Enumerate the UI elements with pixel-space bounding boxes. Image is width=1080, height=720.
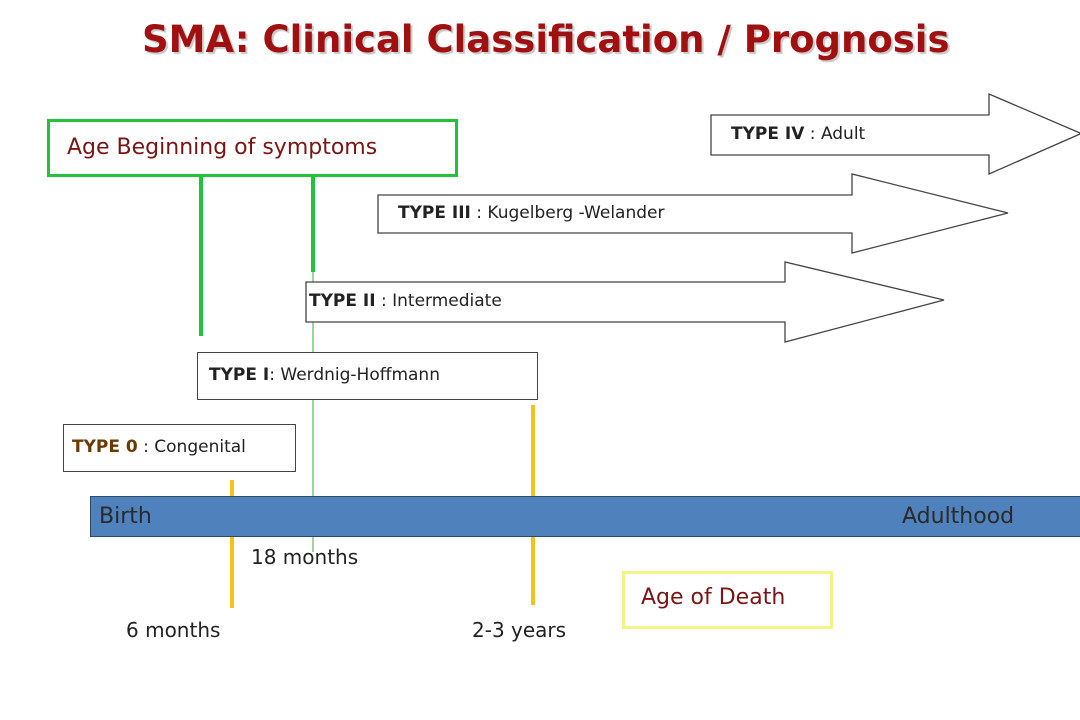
type4-sep: : <box>804 124 821 144</box>
type4-label: TYPE IV : Adult <box>731 124 865 144</box>
type3-arrow <box>377 173 1009 254</box>
age-label-2-3-years: 2-3 years <box>472 618 567 642</box>
death-box: Age of Death <box>622 571 833 629</box>
type2-desc: Intermediate <box>392 291 502 311</box>
type4-desc: Adult <box>820 124 866 144</box>
type1-sep: : <box>269 365 281 385</box>
type0-name: TYPE 0 <box>72 437 138 457</box>
type3-name: TYPE III <box>398 203 471 223</box>
type0-desc: Congenital <box>154 437 246 457</box>
onset-box-label: Age Beginning of symptoms <box>67 135 378 160</box>
type3-desc: Kugelberg -Welander <box>487 203 665 223</box>
type4-name: TYPE IV <box>731 124 805 144</box>
type1-desc: Werdnig-Hoffmann <box>280 365 440 385</box>
type2-arrow <box>305 261 945 343</box>
type2-label: TYPE II : Intermediate <box>309 291 502 311</box>
type1-name: TYPE I <box>209 365 270 385</box>
timeline-start-label: Birth <box>99 504 152 529</box>
type4-arrow <box>710 93 1080 175</box>
age-label-6-months: 6 months <box>126 618 221 642</box>
age-label-18-months: 18 months <box>251 545 359 569</box>
type1-box: TYPE I: Werdnig-Hoffmann <box>197 352 538 400</box>
type2-sep: : <box>375 291 393 311</box>
type0-box: TYPE 0 : Congenital <box>63 424 296 472</box>
type0-sep: : <box>137 437 155 457</box>
type3-label: TYPE III : Kugelberg -Welander <box>398 203 664 223</box>
death-box-label: Age of Death <box>641 585 786 610</box>
type2-name: TYPE II <box>309 291 376 311</box>
onset-box: Age Beginning of symptoms <box>47 119 458 177</box>
type3-sep: : <box>470 203 488 223</box>
page-title: SMA: Clinical Classification / Prognosis <box>142 18 950 61</box>
timeline-bar: Birth Adulthood <box>90 496 1080 537</box>
timeline-end-label: Adulthood <box>902 504 1015 529</box>
